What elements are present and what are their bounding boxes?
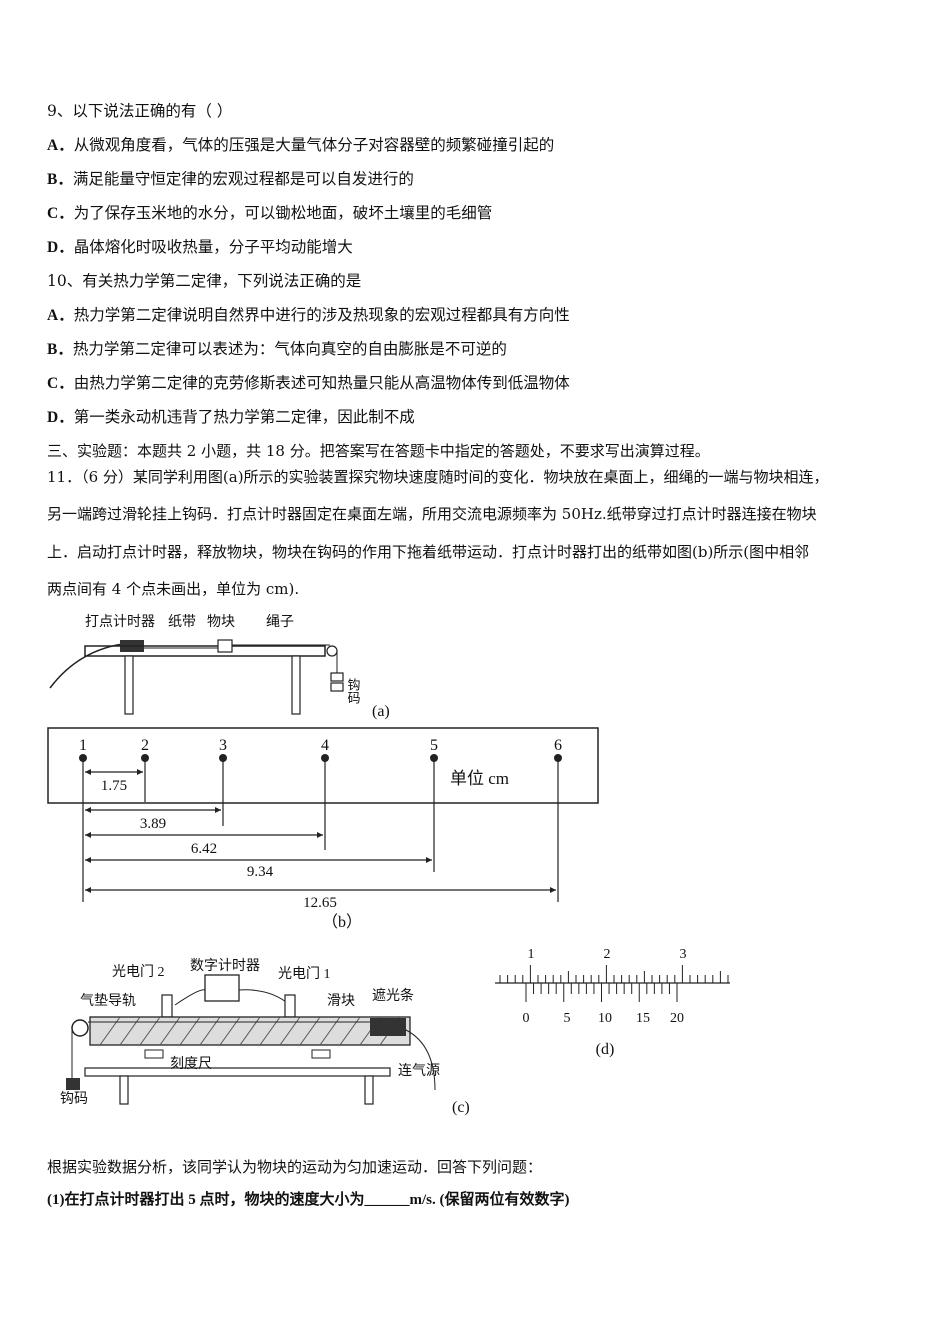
distance-label: 3.89	[140, 816, 166, 832]
gate-2-shape	[161, 994, 173, 1018]
q10-option-a: A．热力学第二定律说明自然界中进行的涉及热现象的宏观过程都具有方向性	[47, 305, 570, 326]
label-slider: 滑块	[327, 992, 355, 1009]
vernier-label: 10	[598, 1011, 612, 1026]
label-gate-1: 光电门 1	[278, 966, 331, 982]
pulley	[326, 645, 338, 657]
distance-label: 1.75	[101, 778, 127, 794]
table-top	[84, 645, 326, 657]
label-weight: 钩码	[346, 678, 361, 704]
distance-label: 6.42	[191, 841, 217, 857]
base-board	[84, 1067, 391, 1077]
distance-label: 9.34	[247, 864, 274, 880]
point-label: 3	[219, 737, 227, 754]
option-label: C．	[47, 375, 74, 392]
vernier-scale-ticks	[525, 983, 678, 1002]
option-text: 第一类永动机违背了热力学第二定律，因此制不成	[73, 408, 415, 426]
main-scale-label: 3	[680, 947, 687, 962]
caption-c: (c)	[452, 1099, 470, 1116]
slider-shape	[370, 1018, 406, 1036]
point-label: 1	[79, 737, 87, 754]
main-scale-label: 1	[528, 947, 535, 962]
label-weight-c: 钩码	[60, 1091, 88, 1107]
caption-d: (d)	[596, 1041, 615, 1058]
label-shade: 遮光条	[372, 987, 414, 1004]
vernier-label: 15	[636, 1011, 650, 1026]
figure-d-vernier: 1 2 3 0 5 10 15 20 (d)	[495, 947, 730, 1058]
label-digital-timer: 数字计时器	[190, 958, 260, 974]
pulley-c	[71, 1019, 89, 1037]
option-label: A．	[47, 137, 74, 154]
option-text: 满足能量守恒定律的宏观过程都是可以自发进行的	[72, 170, 414, 188]
q11-analysis: 根据实验数据分析，该同学认为物块的运动为匀加速运动．回答下列问题：	[47, 1158, 543, 1176]
q10-option-d: D．第一类永动机违背了热力学第二定律，因此制不成	[47, 407, 415, 428]
section-heading: 三、实验题：本题共 2 小题，共 18 分。把答案写在答题卡中指定的答题处，不要…	[47, 442, 710, 460]
option-text: 从微观角度看，气体的压强是大量气体分子对容器壁的频繁碰撞引起的	[73, 136, 555, 154]
q11-line-1: 11．（6 分）某同学利用图(a)所示的实验装置探究物块速度随时间的变化．物块放…	[47, 468, 829, 486]
vernier-label: 0	[523, 1011, 530, 1026]
option-label: C．	[47, 205, 74, 222]
main-scale-label: 2	[604, 947, 611, 962]
vernier-label: 20	[670, 1011, 684, 1026]
option-text: 由热力学第二定律的克劳修斯表述可知热量只能从高温物体传到低温物体	[73, 374, 570, 392]
option-text: 为了保存玉米地的水分，可以锄松地面，破坏土壤里的毛细管	[73, 204, 493, 222]
unit-label: 单位 cm	[450, 769, 509, 788]
caption-b: （b）	[322, 913, 362, 931]
option-text: 晶体熔化时吸收热量，分子平均动能增大	[73, 238, 353, 256]
digital-timer-shape	[204, 974, 240, 1002]
q11-line-4: 两点间有 4 个点未画出，单位为 cm).	[47, 580, 300, 598]
q11-line-3: 上．启动打点计时器，释放物块，物块在钩码的作用下拖着纸带运动．打点计时器打出的纸…	[47, 543, 810, 561]
weight-c-shape	[66, 1078, 80, 1090]
figure-a-apparatus: 打点计时器 纸带 物块 绳子 钩码 (a)	[49, 613, 390, 720]
point-label: 5	[430, 737, 438, 754]
label-ruler: 刻度尺	[170, 1056, 212, 1072]
q9-option-b: B．满足能量守恒定律的宏观过程都是可以自发进行的	[47, 169, 414, 190]
figure-c-air-track: 光电门 2 数字计时器 光电门 1 气垫导轨 滑块 遮光条 刻度尺 连气源 钩码…	[60, 958, 470, 1116]
vernier-label: 5	[564, 1011, 571, 1026]
figure-b-tape: 1 2 3 4 5 6 单位 cm 1.75 3.89 6.42 9.34 12…	[47, 727, 599, 931]
q11-line-2: 另一端跨过滑轮挂上钩码．打点计时器固定在桌面左端，所用交流电源频率为 50Hz.…	[47, 505, 817, 523]
option-label: D．	[47, 409, 74, 426]
point-label: 6	[554, 737, 562, 754]
q10-option-c: C．由热力学第二定律的克劳修斯表述可知热量只能从高温物体传到低温物体	[47, 373, 570, 394]
label-gate-2: 光电门 2	[112, 964, 165, 980]
q11-sub-1: (1)在打点计时器打出 5 点时，物块的速度大小为______m/s. (保留两…	[47, 1192, 570, 1208]
main-scale-ticks	[499, 965, 729, 983]
gate-1-shape	[284, 994, 296, 1018]
caption-a: (a)	[372, 703, 390, 720]
label-tape: 纸带	[168, 614, 196, 630]
q10-stem: 10、有关热力学第二定律，下列说法正确的是	[47, 272, 362, 290]
option-text: 热力学第二定律可以表述为：气体向真空的自由膨胀是不可逆的	[72, 340, 507, 358]
distance-label: 12.65	[303, 895, 337, 911]
q9-option-a: A．从微观角度看，气体的压强是大量气体分子对容器壁的频繁碰撞引起的	[47, 135, 554, 156]
q10-option-b: B．热力学第二定律可以表述为：气体向真空的自由膨胀是不可逆的	[47, 339, 507, 360]
option-label: B．	[47, 341, 73, 358]
label-rope: 绳子	[266, 614, 294, 630]
option-label: D．	[47, 239, 74, 256]
label-block: 物块	[207, 614, 235, 630]
block-shape	[217, 639, 233, 653]
option-text: 热力学第二定律说明自然界中进行的涉及热现象的宏观过程都具有方向性	[73, 306, 570, 324]
option-label: B．	[47, 171, 73, 188]
label-air-source: 连气源	[398, 1063, 440, 1079]
point-label: 4	[321, 737, 329, 754]
paper-tape	[47, 727, 599, 804]
q9-option-c: C．为了保存玉米地的水分，可以锄松地面，破坏土壤里的毛细管	[47, 203, 492, 224]
q9-option-d: D．晶体熔化时吸收热量，分子平均动能增大	[47, 237, 353, 258]
label-air-track: 气垫导轨	[80, 993, 136, 1009]
q9-stem: 9、以下说法正确的有（ ）	[47, 102, 233, 120]
option-label: A．	[47, 307, 74, 324]
label-timer: 打点计时器	[85, 613, 155, 630]
point-label: 2	[141, 737, 149, 754]
